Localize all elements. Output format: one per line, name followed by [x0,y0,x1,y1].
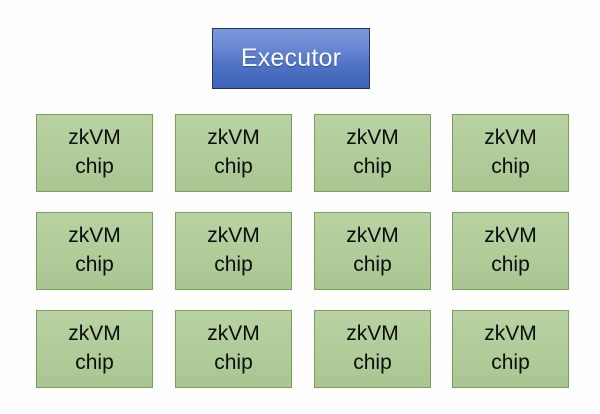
executor-node[interactable]: Executor [212,28,370,89]
chip-row: zkVM chip zkVM chip zkVM chip zkVM chip [36,114,569,192]
zkvm-chip-node[interactable]: zkVM chip [452,310,569,388]
zkvm-chip-node[interactable]: zkVM chip [175,212,292,290]
zkvm-chip-node[interactable]: zkVM chip [314,114,431,192]
chip-subtitle-line: chip [214,351,253,374]
chip-title-line: zkVM [346,322,399,346]
chip-title-line: zkVM [207,322,260,346]
chip-title-line: zkVM [484,224,537,248]
zkvm-chip-node[interactable]: zkVM chip [36,114,153,192]
chip-title-line: zkVM [484,126,537,150]
chip-subtitle-line: chip [491,155,530,178]
zkvm-chip-node[interactable]: zkVM chip [314,310,431,388]
chip-title-line: zkVM [346,126,399,150]
chip-title-line: zkVM [207,224,260,248]
chip-title-line: zkVM [68,126,121,150]
chip-title-line: zkVM [68,322,121,346]
chip-subtitle-line: chip [353,155,392,178]
chip-title-line: zkVM [346,224,399,248]
zkvm-chip-node[interactable]: zkVM chip [175,114,292,192]
zkvm-chip-grid: zkVM chip zkVM chip zkVM chip zkVM chip … [36,114,569,396]
chip-title-line: zkVM [207,126,260,150]
chip-title-line: zkVM [68,224,121,248]
chip-subtitle-line: chip [353,253,392,276]
executor-label: Executor [240,44,342,72]
chip-subtitle-line: chip [214,155,253,178]
zkvm-chip-node[interactable]: zkVM chip [175,310,292,388]
chip-subtitle-line: chip [353,351,392,374]
zkvm-chip-node[interactable]: zkVM chip [36,310,153,388]
chip-subtitle-line: chip [75,253,114,276]
chip-row: zkVM chip zkVM chip zkVM chip zkVM chip [36,310,569,388]
chip-subtitle-line: chip [75,351,114,374]
chip-subtitle-line: chip [75,155,114,178]
zkvm-chip-node[interactable]: zkVM chip [452,212,569,290]
chip-row: zkVM chip zkVM chip zkVM chip zkVM chip [36,212,569,290]
chip-title-line: zkVM [484,322,537,346]
chip-subtitle-line: chip [214,253,253,276]
chip-subtitle-line: chip [491,351,530,374]
zkvm-chip-node[interactable]: zkVM chip [452,114,569,192]
zkvm-chip-node[interactable]: zkVM chip [36,212,153,290]
chip-subtitle-line: chip [491,253,530,276]
zkvm-chip-node[interactable]: zkVM chip [314,212,431,290]
